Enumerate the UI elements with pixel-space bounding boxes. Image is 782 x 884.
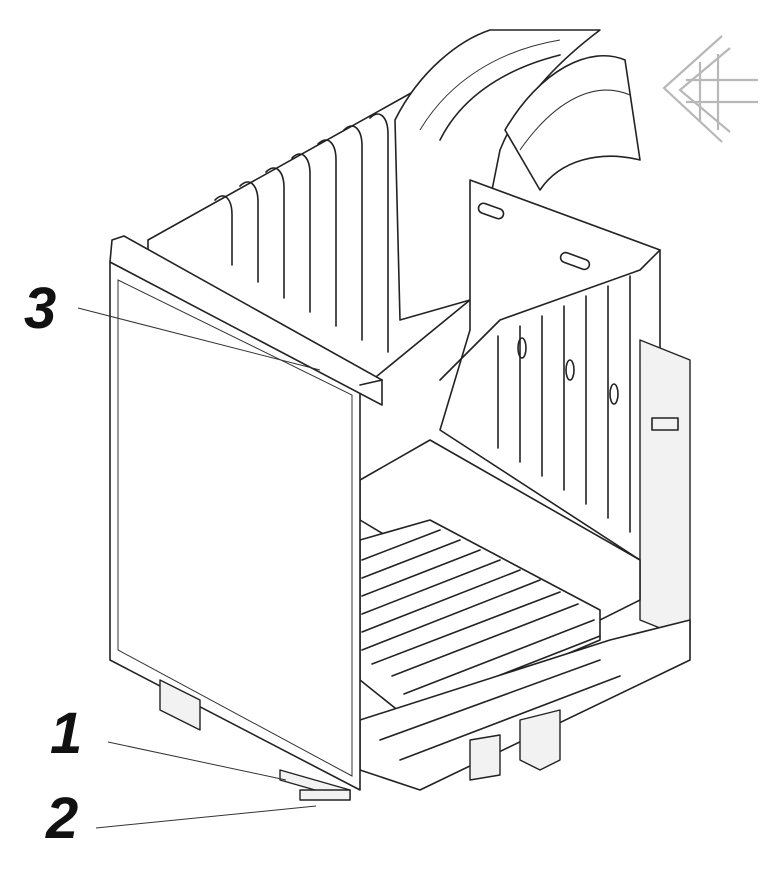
leader-lines [77,307,321,829]
right-wall [439,179,691,641]
callout-number-2: 2 [46,786,79,851]
leader-line-3 [77,307,321,371]
corner-grid-logo-icon [662,35,758,143]
door-panel [109,235,383,801]
grate [359,519,601,721]
flue-duct [394,29,641,321]
leader-line-1 [107,741,287,781]
callout-number-1: 1 [50,701,83,766]
callout-number-3: 3 [24,276,57,341]
leader-line-2 [95,805,317,829]
